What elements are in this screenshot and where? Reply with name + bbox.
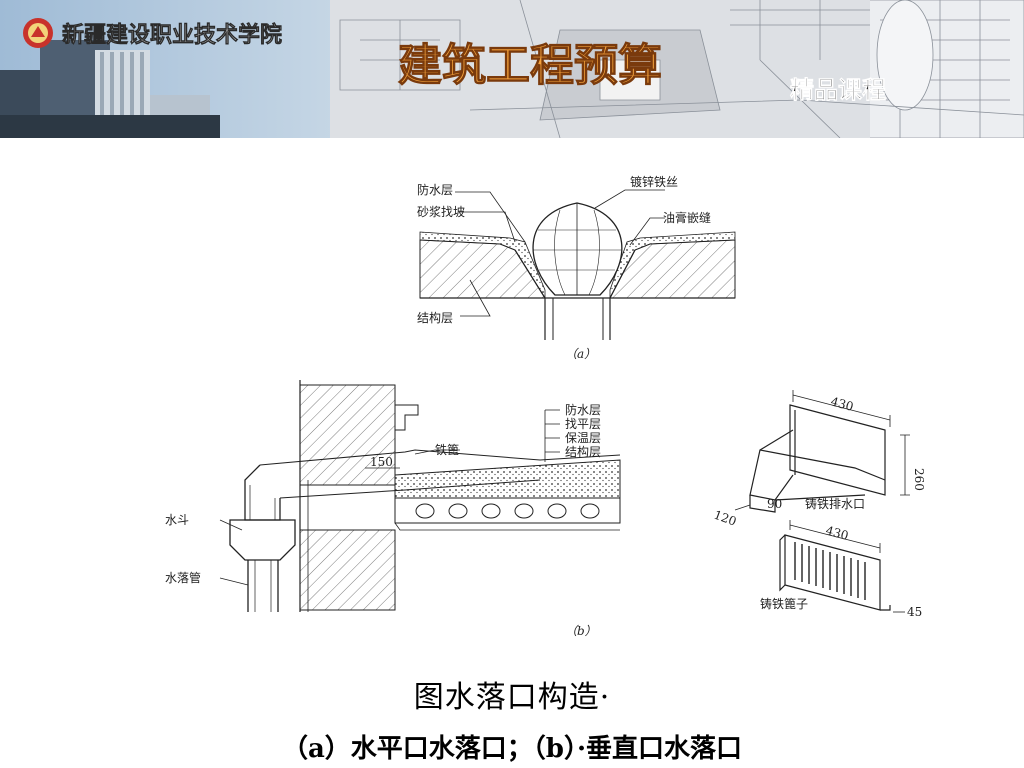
figure-caption-title: 图水落口构造· xyxy=(413,680,611,715)
label-iron-grate: 铁篦 xyxy=(435,442,459,457)
dim-120: 120 xyxy=(712,508,738,529)
figure-a-caption: （a） xyxy=(565,347,596,361)
figure-b-vertical-outlet: 150 防水层 找平层 保温层 结构层 铁篦 水斗 水落管 （b） xyxy=(160,380,660,644)
cast-iron-grate xyxy=(779,534,891,611)
dim-430-bottom: 430 xyxy=(824,523,850,542)
label-layer-waterproof: 防水层 xyxy=(565,402,601,417)
label-oil-paste-joint: 油膏嵌缝 xyxy=(663,210,711,225)
cast-iron-parts-drawing: 430 260 90 120 铸铁排水口 430 铸铁篦子 xyxy=(712,390,926,619)
course-title: 建筑工程预算 xyxy=(398,40,662,91)
school-logo-icon xyxy=(23,18,53,48)
blueprint-image xyxy=(330,0,1024,138)
header-banner: 新疆建设职业技术学院 建筑工程预算 精品课程 xyxy=(0,0,1024,138)
dim-150: 150 xyxy=(370,455,393,469)
label-layer-leveling: 找平层 xyxy=(565,417,601,431)
label-waterproof-layer: 防水层 xyxy=(417,182,453,197)
label-downpipe: 水落管 xyxy=(165,570,201,585)
skyline-image xyxy=(0,40,220,138)
label-cast-iron-outlet: 铸铁排水口 xyxy=(805,496,865,511)
figure-b-caption: （b） xyxy=(565,624,597,638)
banner-graphic: 新疆建设职业技术学院 建筑工程预算 精品课程 xyxy=(0,0,1024,138)
school-name: 新疆建设职业技术学院 xyxy=(62,22,282,48)
label-hopper: 水斗 xyxy=(165,513,189,527)
figure-cast-iron-parts: 430 260 90 120 铸铁排水口 430 铸铁篦子 xyxy=(705,380,945,634)
figure-caption-subtitle: （a）水平口水落口；（b）·垂直口水落口 xyxy=(281,734,743,764)
label-layer-insulation: 保温层 xyxy=(565,431,601,445)
cast-iron-outlet xyxy=(749,404,886,513)
label-mortar-slope: 砂浆找坡 xyxy=(417,204,465,219)
figure-b-drawing: 150 防水层 找平层 保温层 结构层 铁篦 水斗 水落管 （b） xyxy=(165,380,621,638)
figure-a-drawing: 防水层 砂浆找坡 镀锌铁丝 油膏嵌缝 结构层 （a） xyxy=(417,175,736,361)
dim-45: 45 xyxy=(907,605,922,619)
label-structure-layer: 结构层 xyxy=(417,310,453,325)
label-galvanized-wire: 镀锌铁丝 xyxy=(630,175,678,189)
dim-430-top: 430 xyxy=(829,394,855,413)
quality-course-badge: 精品课程 xyxy=(790,75,886,104)
figure-a-horizontal-outlet: 防水层 砂浆找坡 镀锌铁丝 油膏嵌缝 结构层 （a） xyxy=(415,170,745,374)
label-cast-iron-grate: 铸铁篦子 xyxy=(760,596,808,611)
dim-260: 260 xyxy=(912,468,926,491)
dim-90: 90 xyxy=(767,497,782,511)
label-layer-structure: 结构层 xyxy=(565,444,601,459)
